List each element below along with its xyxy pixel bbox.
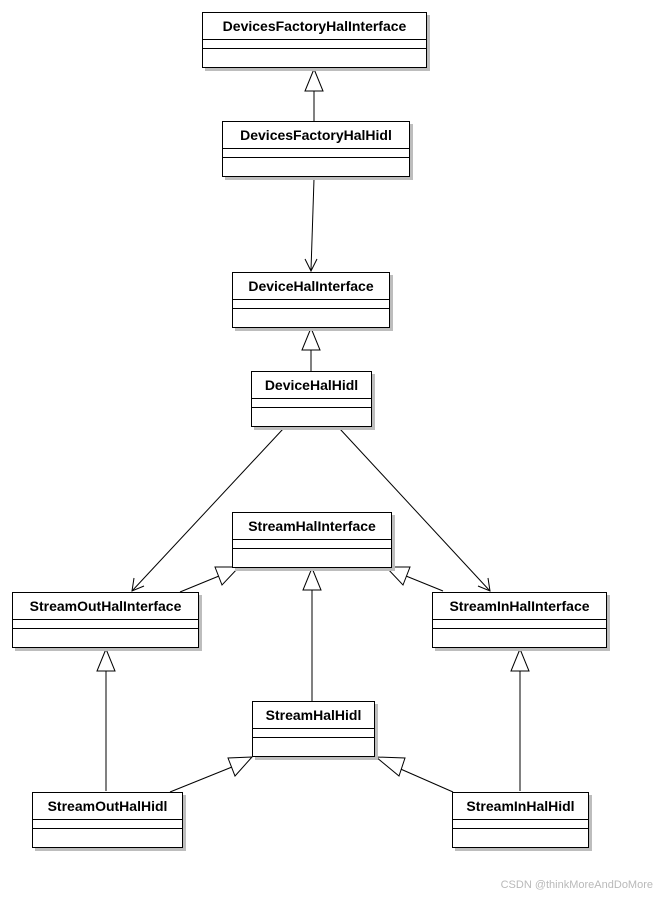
edge-streamouthalhidl-implements-streamouthalinterface: [96, 647, 116, 791]
class-name: StreamInHalHidl: [453, 793, 588, 820]
class-devicesfactoryhalhidl[interactable]: DevicesFactoryHalHidl: [222, 121, 410, 177]
attributes-section: [233, 300, 389, 309]
attributes-section: [253, 729, 374, 738]
attributes-section: [453, 820, 588, 829]
edge-devicehalhidl-to-streaminhalinterface: [339, 428, 491, 592]
class-streamouthalinterface[interactable]: StreamOutHalInterface: [12, 592, 199, 648]
class-streaminhalinterface[interactable]: StreamInHalInterface: [432, 592, 607, 648]
attributes-section: [233, 540, 391, 549]
class-name: StreamInHalInterface: [433, 593, 606, 620]
class-name: StreamHalHidl: [253, 702, 374, 729]
attributes-section: [203, 40, 426, 49]
methods-section: [433, 629, 606, 637]
class-devicehalinterface[interactable]: DeviceHalInterface: [232, 272, 390, 328]
methods-section: [252, 408, 371, 416]
class-streaminhalhidl[interactable]: StreamInHalHidl: [452, 792, 589, 848]
class-name: StreamHalInterface: [233, 513, 391, 540]
methods-section: [13, 629, 198, 637]
attributes-section: [33, 820, 182, 829]
edge-streaminhalhidl-implements-streaminhalinterface: [510, 647, 530, 791]
edge-streaminhalhidl-implements-streamhalhidl: [374, 756, 454, 793]
class-name: StreamOutHalHidl: [33, 793, 182, 820]
class-streamouthalhidl[interactable]: StreamOutHalHidl: [32, 792, 183, 848]
methods-section: [203, 49, 426, 57]
methods-section: [253, 738, 374, 746]
class-streamhalinterface[interactable]: StreamHalInterface: [232, 512, 392, 568]
edge-devicesfactoryhalhidl-to-devicehalinterface: [304, 178, 318, 273]
edge-devicehalhidl-to-streamouthalinterface: [131, 428, 284, 592]
methods-section: [233, 549, 391, 557]
methods-section: [233, 309, 389, 317]
class-streamhalhidl[interactable]: StreamHalHidl: [252, 701, 375, 757]
class-devicesfactoryhalinterface[interactable]: DevicesFactoryHalInterface: [202, 12, 427, 68]
edge-streamouthalhidl-implements-streamhalhidl: [169, 756, 254, 793]
methods-section: [453, 829, 588, 837]
attributes-section: [252, 399, 371, 408]
edge-streamouthalinterface-implements-streamhalinterface: [179, 566, 241, 593]
class-name: DeviceHalInterface: [233, 273, 389, 300]
class-name: StreamOutHalInterface: [13, 593, 198, 620]
watermark: CSDN @thinkMoreAndDoMore: [500, 879, 653, 891]
edge-streaminhalinterface-implements-streamhalinterface: [384, 566, 444, 592]
attributes-section: [223, 149, 409, 158]
class-name: DevicesFactoryHalInterface: [203, 13, 426, 40]
class-devicehalhidl[interactable]: DeviceHalHidl: [251, 371, 372, 427]
methods-section: [223, 158, 409, 166]
attributes-section: [13, 620, 198, 629]
attributes-section: [433, 620, 606, 629]
edge-devicehalhidl-implements-devicehalinterface: [301, 326, 321, 371]
class-name: DeviceHalHidl: [252, 372, 371, 399]
methods-section: [33, 829, 182, 837]
class-name: DevicesFactoryHalHidl: [223, 122, 409, 149]
edge-devicesfactoryhalhidl-implements-devicesfactoryhalinterface: [304, 67, 324, 121]
edge-streamhalhidl-implements-streamhalinterface: [302, 566, 322, 701]
